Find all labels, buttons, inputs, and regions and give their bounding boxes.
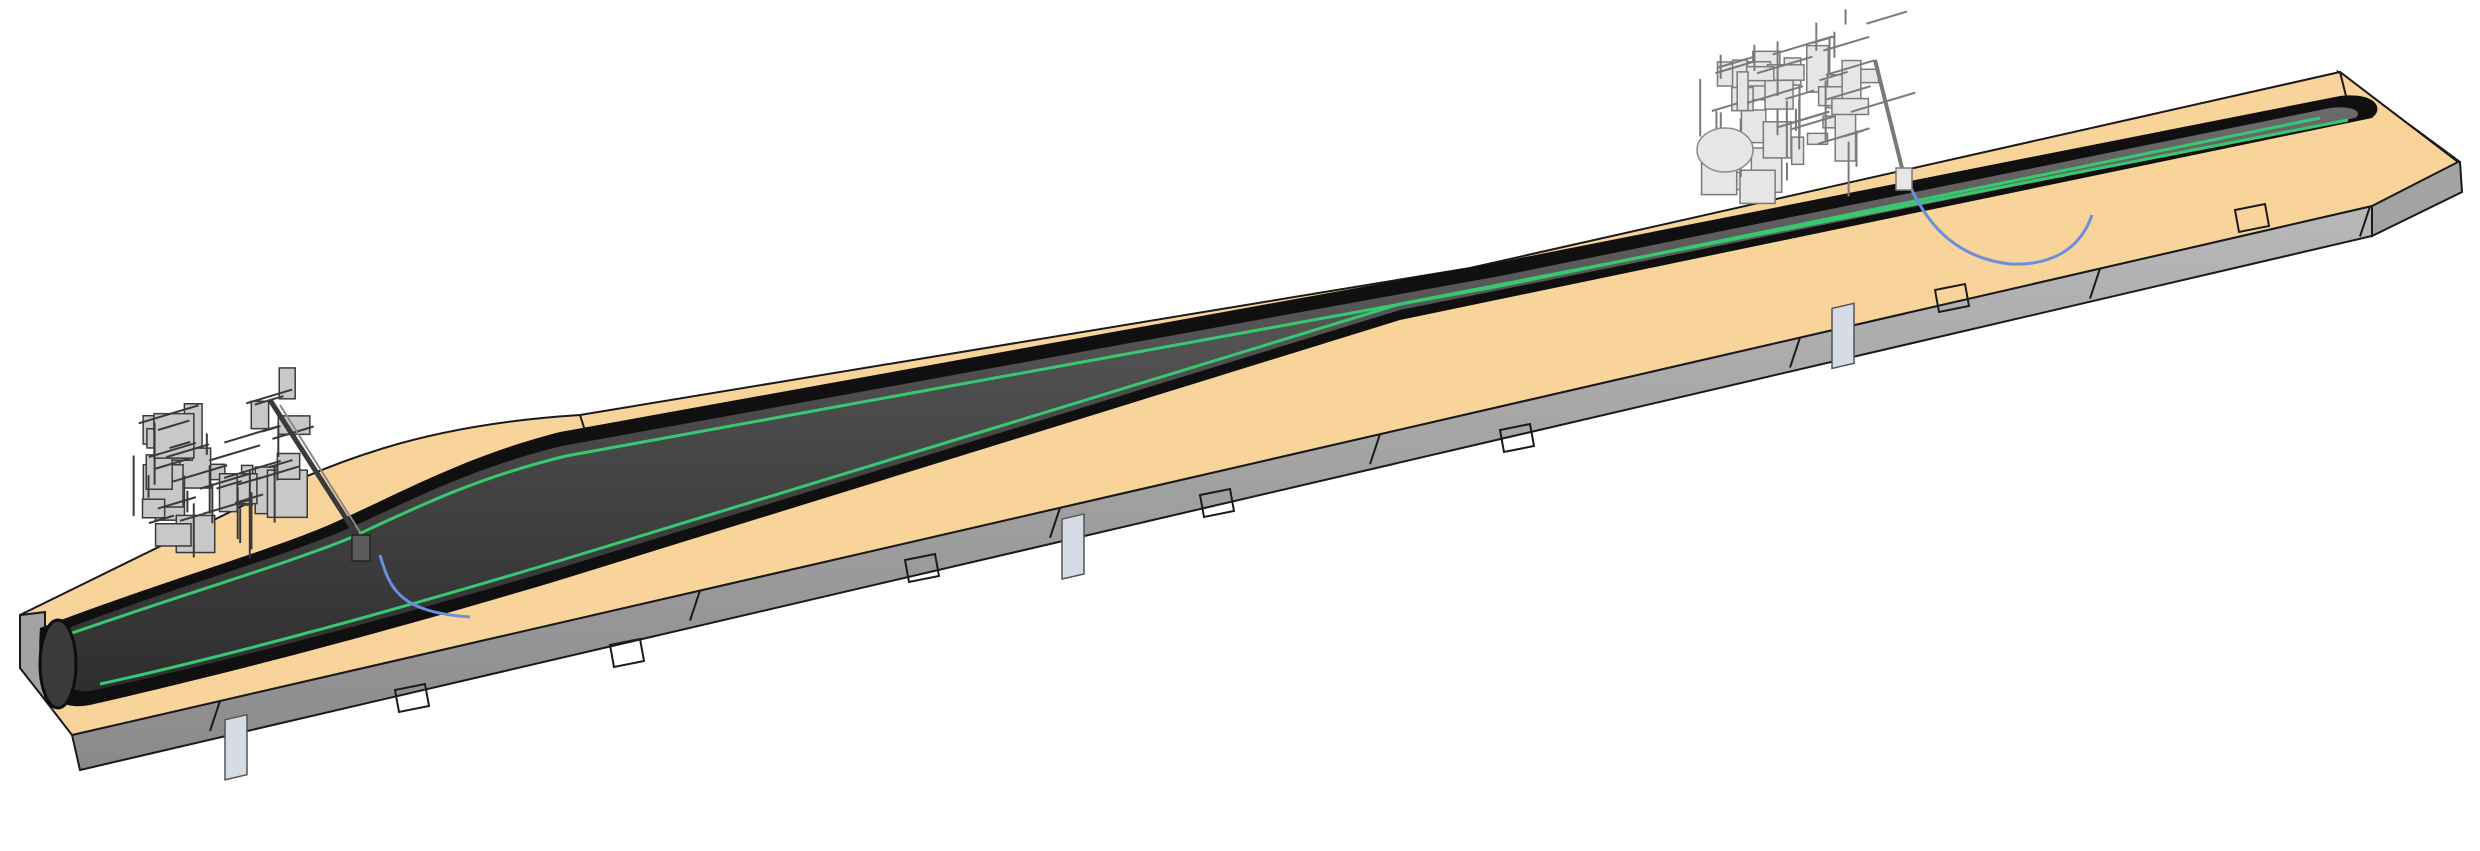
gantry-part	[278, 367, 296, 400]
mold-pad	[2233, 202, 2271, 234]
gantry-part	[1831, 97, 1870, 116]
mold-pad	[1498, 422, 1536, 454]
gantry-frame-member	[261, 425, 281, 433]
gantry-part	[1739, 169, 1776, 205]
gantry-part	[154, 523, 192, 547]
gantry-frame-member	[157, 419, 190, 431]
gantry-frame-member	[1866, 10, 1908, 25]
gantry-part	[1790, 136, 1805, 166]
root-end-gantry-machine	[132, 367, 371, 562]
mold-clamps	[224, 302, 1855, 781]
gantry-frame-member	[1715, 60, 1757, 75]
mold-joint-line	[1049, 507, 1061, 539]
gantry-frame-member	[209, 444, 261, 462]
gantry-part	[141, 498, 166, 519]
gantry-frame-member	[169, 440, 191, 450]
gantry-tool-head	[351, 534, 371, 562]
mold-joint-line	[1369, 433, 1381, 465]
tip-end-gantry-machine	[1696, 9, 1916, 205]
gantry-frame-member	[148, 514, 175, 525]
gantry-part	[1736, 71, 1749, 112]
gantry-frame-member	[245, 388, 293, 405]
mold-joint-line	[2089, 268, 2101, 299]
mold-joint-line	[1789, 337, 1801, 368]
gantry-frame-member	[1817, 127, 1870, 145]
gantry-frame-member	[223, 459, 282, 479]
gantry-frame-member	[236, 476, 261, 486]
gantry-frame-member	[166, 443, 210, 459]
mold-lifting-pads	[393, 202, 2271, 714]
gantry-part	[145, 454, 173, 491]
gantry-frame-member	[1826, 85, 1871, 101]
gantry-frame-member	[1825, 59, 1875, 76]
gantry-tool-head	[1895, 167, 1913, 191]
gantry-frame-member	[172, 464, 228, 483]
gantry-frame-member	[1812, 35, 1836, 44]
mold-pad	[393, 682, 431, 714]
gantry-frame-member	[1756, 55, 1813, 75]
gantry-frame-member	[254, 395, 284, 406]
gantry-frame-member	[148, 441, 197, 458]
gantry-frame-member	[268, 459, 293, 469]
mold-pad	[608, 637, 646, 669]
gantry-part	[250, 400, 270, 430]
gantry-frame-member	[1789, 110, 1830, 125]
gantry-frame-member	[1823, 35, 1870, 52]
gantry-part	[1764, 79, 1794, 110]
mold-joint-line	[209, 700, 221, 732]
mold-clamp	[1831, 302, 1855, 370]
mold-joint-line	[2359, 206, 2371, 237]
gantry-frame-member	[1850, 91, 1916, 113]
root-feed-hose	[378, 554, 471, 619]
blade-root-opening	[38, 618, 78, 710]
mold-pad	[903, 552, 941, 584]
mold-clamp	[1061, 513, 1085, 581]
gantry-frame-member	[157, 496, 197, 510]
mold-joint-line	[689, 590, 701, 621]
blade-mold	[19, 69, 2464, 781]
gantry-frame-member	[199, 472, 252, 490]
glue-flange-line-leading	[51, 116, 2321, 642]
gantry-frame-member	[1785, 89, 1815, 101]
gantry-frame-member	[1717, 55, 1755, 69]
gantry-boom-arm-edge	[279, 404, 371, 549]
mold-pad	[1198, 487, 1236, 519]
feed-hoses	[378, 185, 2094, 619]
mold-joint-line	[2339, 71, 2347, 97]
glue-flange-line-trailing	[99, 118, 2349, 686]
tip-feed-hose	[1908, 185, 2094, 266]
blade-shell-surface	[56, 107, 2359, 692]
gantry-frame-member	[1746, 85, 1804, 104]
gantry-boom-arm	[267, 398, 363, 542]
blade-shell-edge	[39, 95, 2378, 707]
gantry-frame-member	[179, 513, 203, 522]
mold-clamp	[224, 713, 248, 781]
blade-shell	[38, 95, 2378, 710]
gantry-part	[1806, 132, 1829, 146]
mold-pad	[1933, 282, 1971, 314]
gantry-frame-member	[138, 404, 199, 425]
gantry-frame-member	[1819, 70, 1849, 82]
gantry-frame-member	[216, 480, 242, 490]
gantry-frame-member	[153, 457, 190, 471]
gantry-boom-arm	[1873, 59, 1907, 181]
gantry-drum	[1696, 127, 1754, 173]
gantry-frame-member	[1711, 102, 1738, 112]
